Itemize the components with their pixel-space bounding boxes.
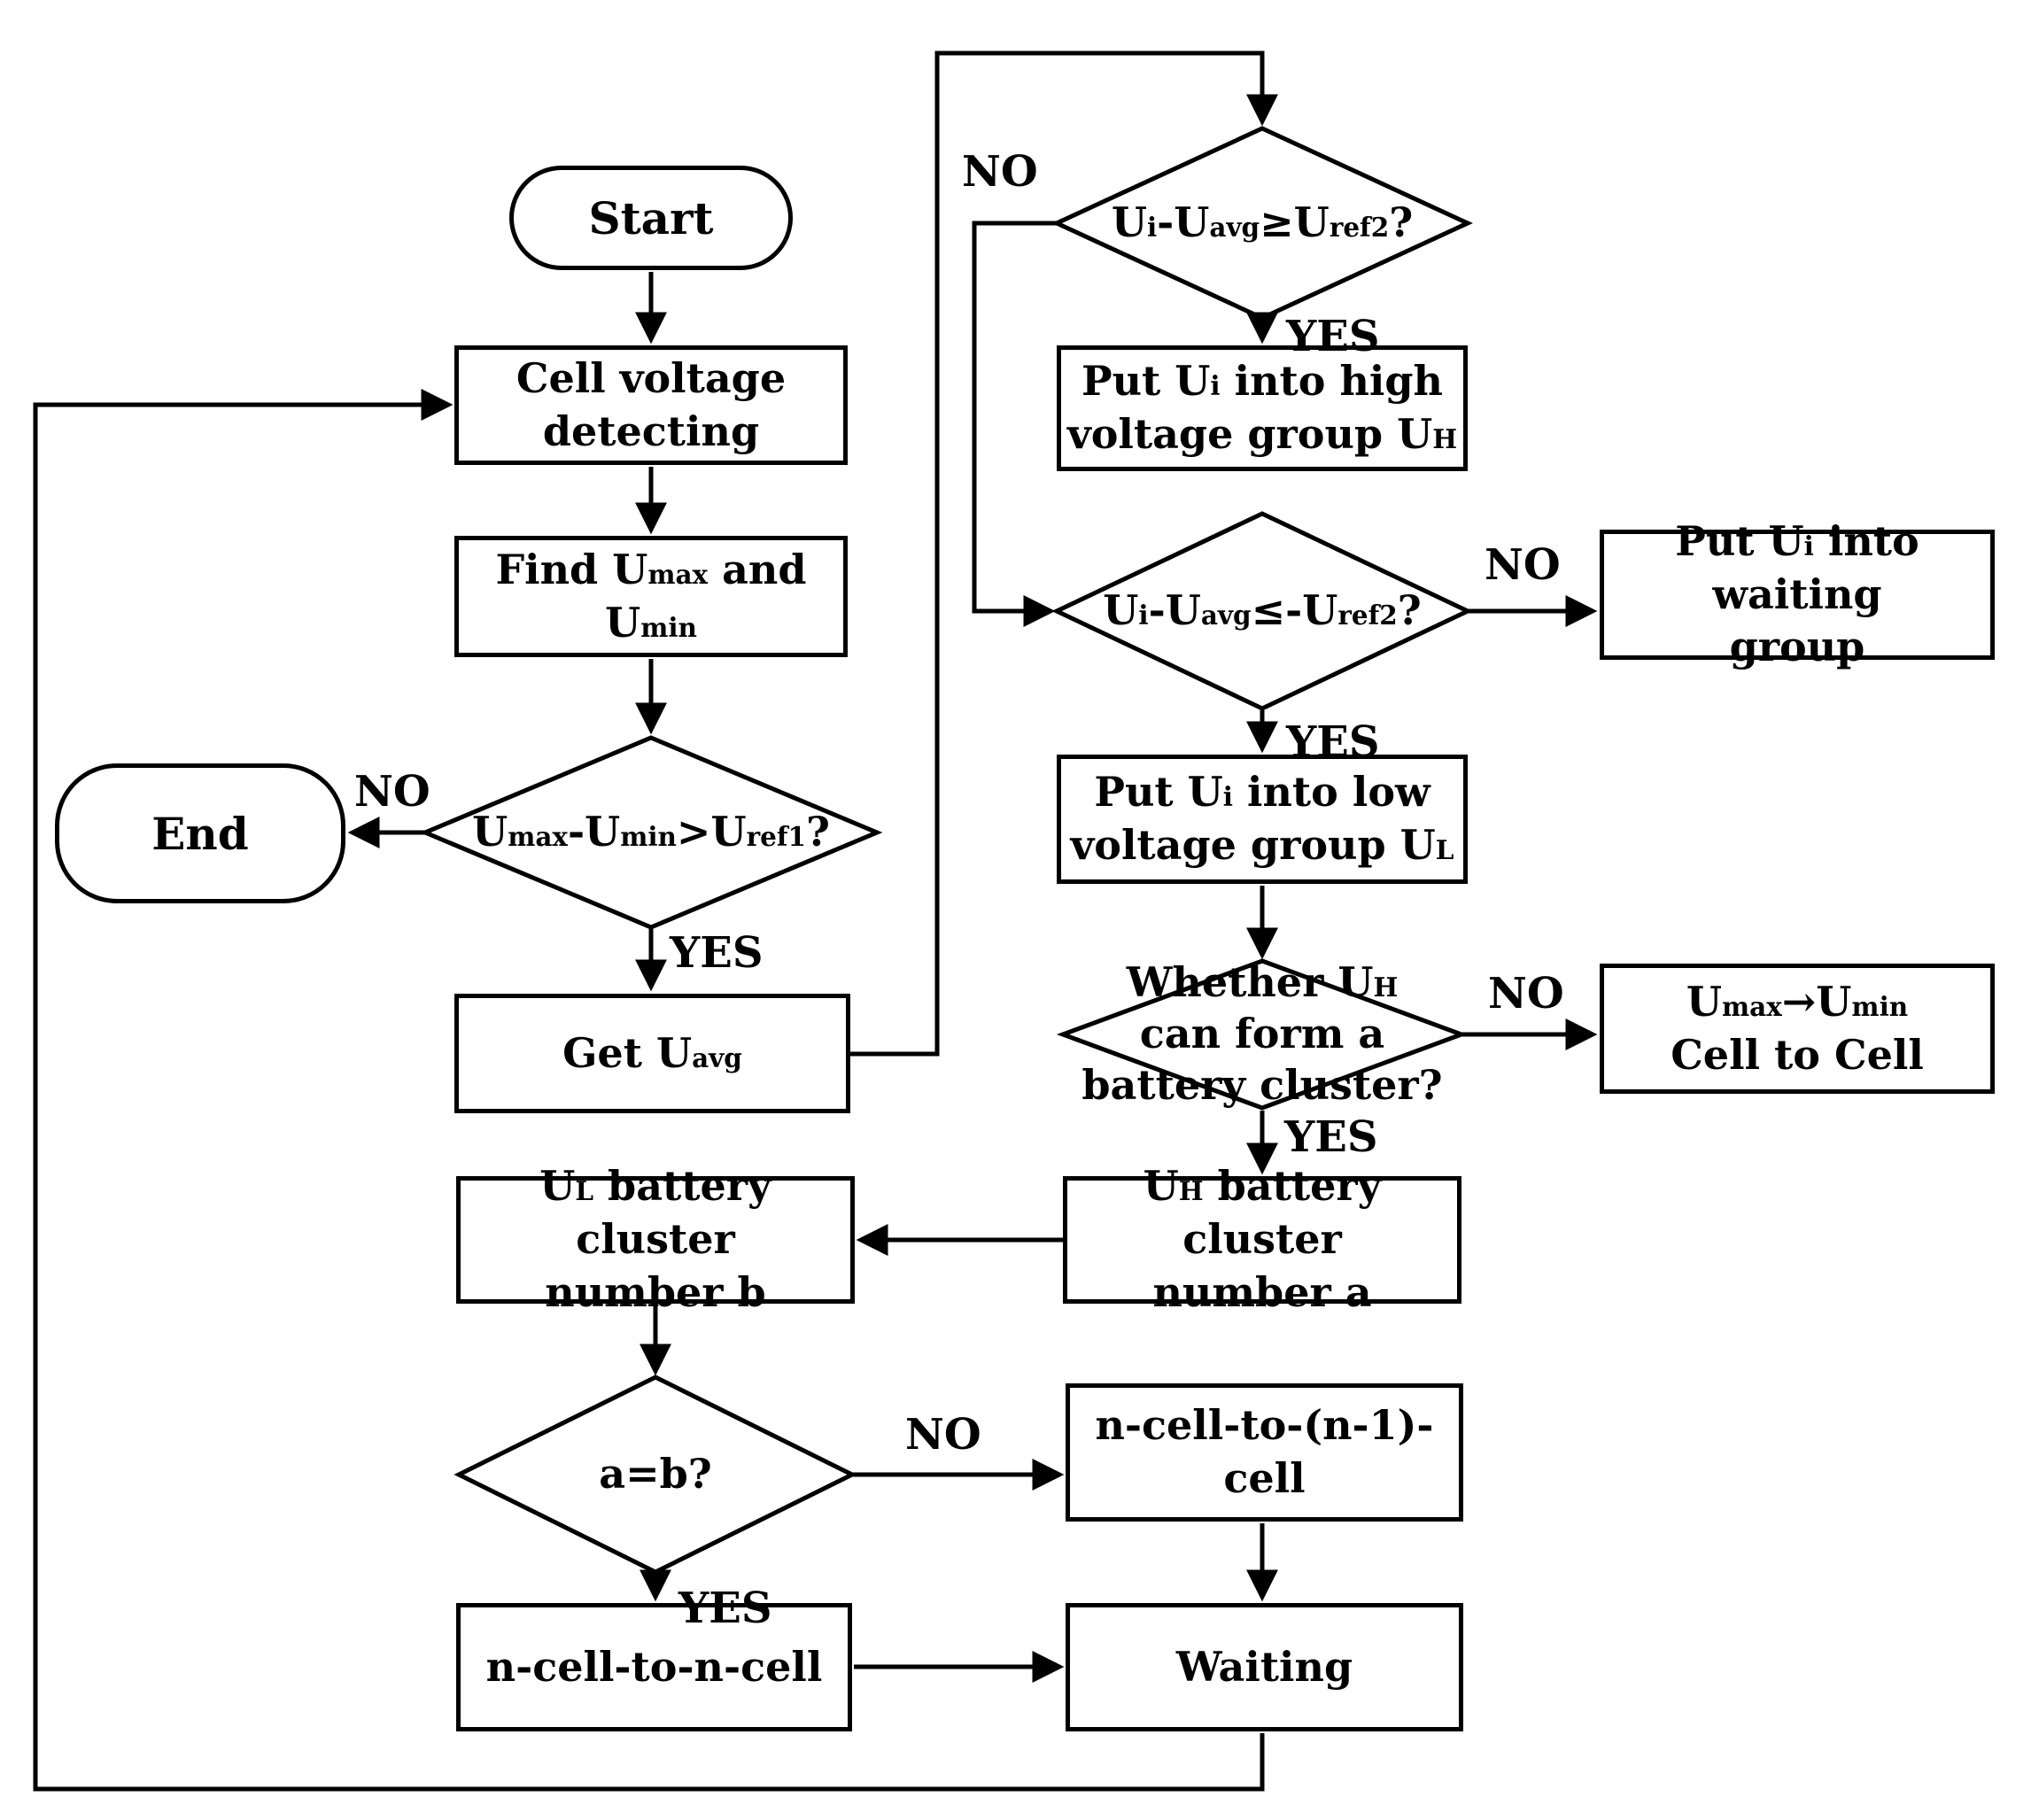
label-high-yes: YES bbox=[1286, 312, 1380, 361]
node-end: End bbox=[55, 763, 345, 903]
label-ref1-yes: YES bbox=[670, 928, 764, 978]
label-low-no: NO bbox=[1485, 540, 1561, 590]
decision-uh-cluster-shape bbox=[1056, 958, 1469, 1111]
node-put-ui-waiting-group: Put Ui into waiting group bbox=[1600, 517, 1995, 670]
label-cluster-yes: YES bbox=[1284, 1112, 1378, 1162]
node-get-uavg: Get Uavg bbox=[454, 994, 850, 1113]
decision-ui-uavg-low: Ui-Uavg≤-Uref2? bbox=[1103, 586, 1422, 635]
node-put-ui-low-voltage-group: Put Ui into low voltage group UL bbox=[1057, 755, 1468, 884]
decision-uh-cluster: Whether UH can form a battery cluster? bbox=[1082, 958, 1443, 1109]
label-ref1-no: NO bbox=[354, 767, 430, 817]
node-n-cell-to-n-cell: n-cell-to-n-cell bbox=[456, 1603, 852, 1731]
decision-ui-uavg-low-shape bbox=[1051, 511, 1473, 711]
node-umax-to-umin-cell-to-cell: Umax→Umin Cell to Cell bbox=[1600, 964, 1995, 1094]
node-cell-voltage-detecting: Cell voltage detecting bbox=[454, 345, 848, 465]
decision-ui-uavg-high: Ui-Uavg≥Uref2? bbox=[1111, 198, 1414, 247]
decision-a-equals-b: a=b? bbox=[599, 1450, 712, 1499]
node-start: Start bbox=[509, 166, 793, 270]
node-put-ui-high-voltage-group: Put Ui into high voltage group UH bbox=[1057, 345, 1468, 471]
node-ul-cluster-number-b: UL battery cluster number b bbox=[456, 1162, 855, 1316]
label-ab-no: NO bbox=[905, 1410, 981, 1460]
label-high-no: NO bbox=[962, 147, 1038, 197]
decision-umax-umin-uref1: Umax-Umin>Uref1? bbox=[472, 808, 830, 856]
node-find-umax-umin: Find Umax and Umin bbox=[454, 536, 848, 657]
node-waiting: Waiting bbox=[1066, 1603, 1463, 1731]
label-cluster-no: NO bbox=[1488, 969, 1564, 1018]
label-low-yes: YES bbox=[1286, 717, 1380, 767]
node-n-cell-to-n-minus-1-cell: n-cell-to-(n-1)-cell bbox=[1066, 1383, 1463, 1522]
decision-umax-umin-uref1-shape bbox=[419, 735, 883, 930]
label-ab-yes: YES bbox=[678, 1584, 772, 1633]
node-uh-cluster-number-a: UH battery cluster number a bbox=[1063, 1162, 1461, 1316]
